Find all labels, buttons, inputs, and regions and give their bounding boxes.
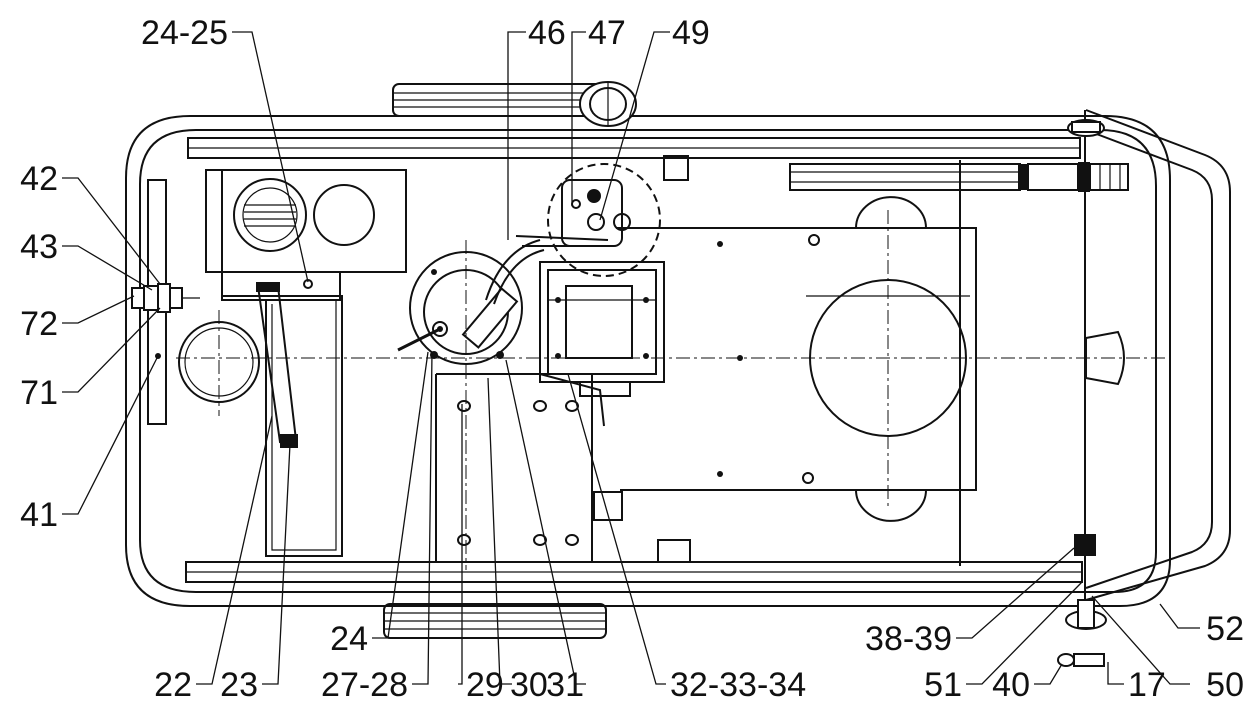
callout-50: 50	[1206, 666, 1244, 702]
push-handle	[1084, 109, 1231, 601]
callout-47: 47	[588, 14, 626, 52]
top-wheel	[392, 81, 637, 127]
callout-24: 24	[330, 620, 368, 658]
hose-coupling	[789, 162, 1129, 386]
callout-51: 51	[924, 666, 962, 702]
throttle-lever	[222, 282, 343, 557]
fuel-tank-cap	[397, 239, 545, 365]
callout-29: 29	[466, 666, 504, 702]
callout-23: 23	[220, 666, 258, 702]
frame-rails	[185, 137, 1083, 583]
callout-71: 71	[20, 374, 58, 412]
callout-40: 40	[992, 666, 1030, 702]
callout-46: 46	[528, 14, 566, 52]
callout-42: 42	[20, 160, 58, 198]
callout-27-28: 27-28	[321, 666, 408, 702]
callout-41: 41	[20, 496, 58, 534]
leader-lines	[62, 31, 1200, 685]
engine-plate	[616, 155, 977, 566]
callout-31: 31	[546, 666, 584, 702]
callout-52: 52	[1206, 610, 1244, 648]
centerlines	[176, 210, 1170, 570]
handle-knobs	[1057, 119, 1107, 667]
mounting-plate	[435, 373, 691, 563]
callout-32-33-34: 32-33-34	[670, 666, 806, 702]
callout-22: 22	[154, 666, 192, 702]
callout-17: 17	[1128, 666, 1166, 702]
callout-24-25: 24-25	[141, 14, 228, 52]
callout-43: 43	[20, 228, 58, 266]
bottom-wheel	[383, 603, 607, 639]
callout-38-39: 38-39	[865, 620, 952, 658]
callout-labels: 24-25 46 47 49 42 43 72 71 41 24 22 23 2…	[20, 14, 1244, 702]
engine-housing	[205, 169, 407, 301]
callout-30: 30	[510, 666, 548, 702]
pump-assembly	[515, 163, 665, 397]
callout-72: 72	[20, 305, 58, 343]
left-bracket	[131, 179, 200, 425]
callout-49: 49	[672, 14, 710, 52]
